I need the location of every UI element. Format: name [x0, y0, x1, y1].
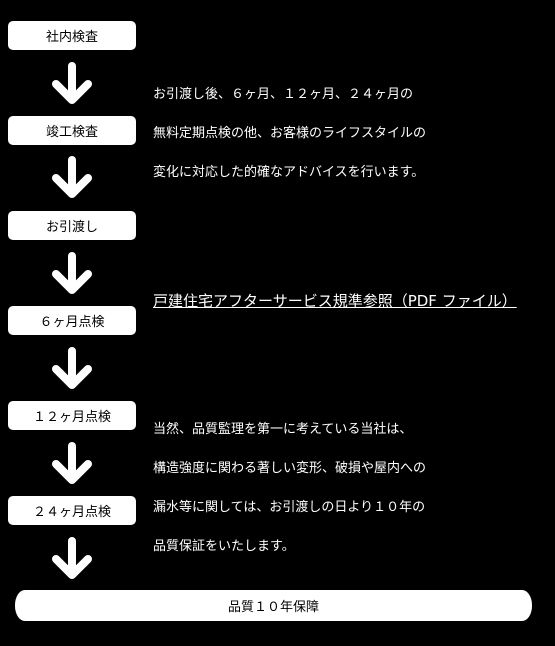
after-service-pdf-link[interactable]: 戸建住宅アフターサービス規準参照（PDF ファイル） [153, 292, 517, 310]
arrow-down-icon [52, 537, 92, 579]
text-line: 構造強度に関わる著しい変形、破損や屋内への [153, 461, 427, 476]
text-line: 品質保証をいたします。 [153, 539, 295, 554]
step-12-month-inspection: １２ヶ月点検 [8, 401, 136, 430]
arrow-down-icon [52, 156, 92, 198]
arrow-down-icon [52, 347, 92, 389]
text-line: 当然、品質監理を第一に考えている当社は、 [153, 422, 413, 437]
text-line: 変化に対応した的確なアドバイスを行います。 [153, 165, 425, 180]
step-internal-inspection: 社内検査 [8, 21, 136, 50]
warranty-description: 当然、品質監理を第一に考えている当社は、 構造強度に関わる著しい変形、破損や屋内… [153, 410, 426, 566]
text-line: 無料定期点検の他、お客様のライフスタイルの [153, 126, 427, 141]
step-handover: お引渡し [8, 211, 136, 240]
inspection-description: お引渡し後、６ヶ月、１２ヶ月、２４ヶ月の 無料定期点検の他、お客様のライフスタイ… [153, 75, 426, 192]
arrow-down-icon [52, 442, 92, 484]
arrow-down-icon [52, 252, 92, 294]
final-warranty-box: 品質１０年保障 [15, 590, 532, 621]
text-line: 漏水等に関しては、お引渡しの日より１０年の [153, 500, 426, 515]
arrow-down-icon [52, 62, 92, 104]
step-completion-inspection: 竣工検査 [8, 116, 136, 145]
step-6-month-inspection: ６ヶ月点検 [8, 306, 136, 335]
text-line: お引渡し後、６ヶ月、１２ヶ月、２４ヶ月の [153, 87, 414, 102]
step-24-month-inspection: ２４ヶ月点検 [8, 496, 136, 525]
